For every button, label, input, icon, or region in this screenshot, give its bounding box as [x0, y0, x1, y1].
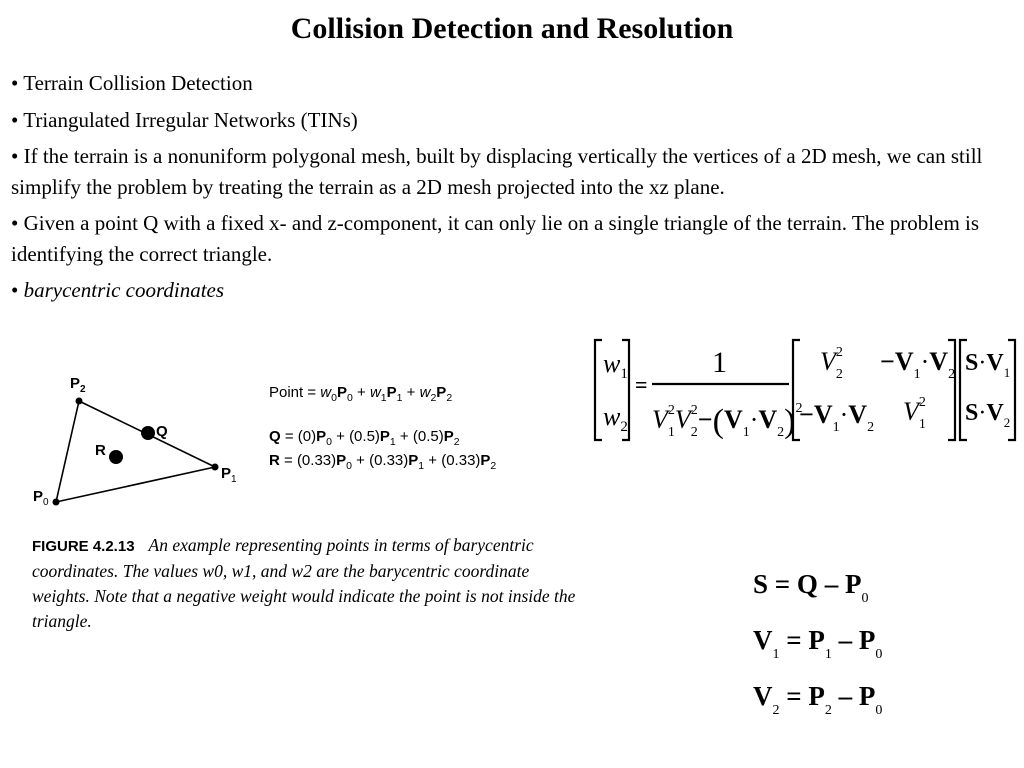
definition-s: S = Q – P0: [753, 569, 868, 606]
definition-v1: V1 = P1 – P0: [753, 625, 882, 662]
caption-text: An example representing points in terms …: [32, 535, 576, 631]
s-dot-v2: S·V2: [965, 400, 1010, 430]
numerator-one: 1: [712, 346, 727, 379]
bullet-text: Given a point Q with a fixed x- and z-co…: [11, 211, 980, 266]
matrix-neg-v1v2-top: −V1·V2: [880, 347, 955, 382]
matrix-neg-v1v2-bottom: −V1·V2: [799, 400, 874, 435]
w1-symbol: w1: [603, 349, 628, 382]
label-r: R: [95, 442, 106, 459]
bullet-item: • If the terrain is a nonuniform polygon…: [11, 141, 1016, 202]
left-bracket-s: [958, 338, 967, 442]
triangle-outline: [54, 399, 218, 504]
label-q: Q: [156, 423, 168, 440]
right-bracket-s: [1008, 338, 1017, 442]
bullet-mark: •: [11, 278, 19, 302]
left-bracket-matrix: [791, 338, 800, 442]
vertex-p2: [75, 397, 83, 405]
point-equation: Point = w0P0 + w1P1 + w2P2: [269, 384, 453, 404]
label-p1: P1: [221, 465, 237, 485]
bullet-text: Triangulated Irregular Networks (TINs): [23, 107, 358, 132]
bullet-mark: •: [11, 71, 19, 95]
s-dot-v1: S·V1: [965, 350, 1010, 380]
bullet-item: • Given a point Q with a fixed x- and z-…: [11, 208, 1016, 269]
bullet-mark: •: [11, 107, 19, 132]
vertex-p0: [52, 498, 60, 506]
bullet-text: If the terrain is a nonuniform polygonal…: [11, 144, 983, 199]
definition-v2: V2 = P2 – P0: [753, 681, 882, 718]
w2-symbol: w2: [603, 402, 628, 435]
bullet-item: • Terrain Collision Detection: [11, 68, 1016, 99]
point-r: [109, 450, 123, 464]
left-bracket-w: [593, 338, 602, 442]
point-q: [141, 426, 155, 440]
matrix-v1-squared: V12: [903, 395, 926, 432]
bullet-text: Terrain Collision Detection: [23, 71, 253, 95]
slide-title: Collision Detection and Resolution: [290, 12, 734, 45]
vertex-p1: [211, 463, 219, 471]
q-equation: Q = (0)P0 + (0.5)P1 + (0.5)P2: [269, 428, 460, 448]
bullet-item: • barycentric coordinates: [11, 275, 1016, 306]
bullet-mark: •: [11, 144, 19, 168]
label-p0: P0: [33, 488, 49, 508]
bullet-item: • Triangulated Irregular Networks (TINs): [11, 105, 1016, 136]
figure-number: FIGURE 4.2.13: [32, 538, 135, 555]
bullet-mark: •: [11, 211, 19, 235]
matrix-v2-squared: V22: [820, 345, 843, 382]
bullet-list: • Terrain Collision Detection • Triangul…: [11, 68, 1016, 312]
denominator: V12V22−(V1·V2)2: [652, 401, 803, 440]
right-bracket-matrix: [948, 338, 957, 442]
label-p2: P2: [70, 375, 86, 395]
right-bracket-w: [622, 338, 631, 442]
r-equation: R = (0.33)P0 + (0.33)P1 + (0.33)P2: [269, 452, 497, 472]
equals-sign: =: [635, 372, 648, 397]
bullet-text-italic: barycentric coordinates: [23, 278, 225, 302]
